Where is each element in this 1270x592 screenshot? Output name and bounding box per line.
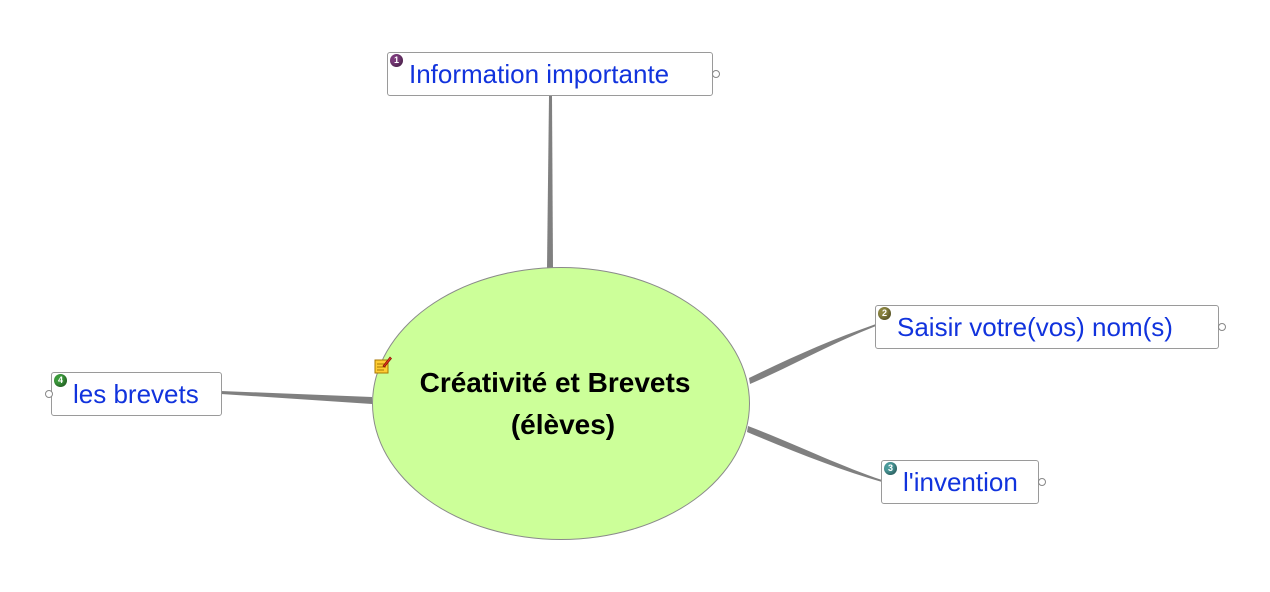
collapse-toggle-information[interactable]: [712, 70, 720, 78]
central-title-line2: (élèves): [385, 404, 725, 446]
topic-information-importante[interactable]: 1 Information importante: [387, 52, 713, 96]
topic-label: Saisir votre(vos) nom(s): [897, 306, 1173, 348]
collapse-toggle-brevets[interactable]: [45, 390, 53, 398]
central-title-line1: Créativité et Brevets: [385, 362, 725, 404]
topic-label: Information importante: [409, 53, 669, 95]
collapse-toggle-saisir[interactable]: [1218, 323, 1226, 331]
connector-brevets: [221, 391, 372, 404]
priority-4-icon: 4: [54, 374, 67, 387]
central-topic-title: Créativité et Brevets (élèves): [385, 362, 725, 446]
topic-invention[interactable]: 3 l'invention: [881, 460, 1039, 504]
collapse-toggle-invention[interactable]: [1038, 478, 1046, 486]
priority-1-icon: 1: [390, 54, 403, 67]
topic-label: les brevets: [73, 373, 199, 415]
priority-3-icon: 3: [884, 462, 897, 475]
connector-information: [547, 96, 553, 268]
topic-saisir-noms[interactable]: 2 Saisir votre(vos) nom(s): [875, 305, 1219, 349]
topic-label: l'invention: [903, 461, 1018, 503]
topic-les-brevets[interactable]: 4 les brevets: [51, 372, 222, 416]
priority-2-icon: 2: [878, 307, 891, 320]
connector-invention: [747, 426, 882, 482]
connector-saisir: [749, 324, 876, 384]
